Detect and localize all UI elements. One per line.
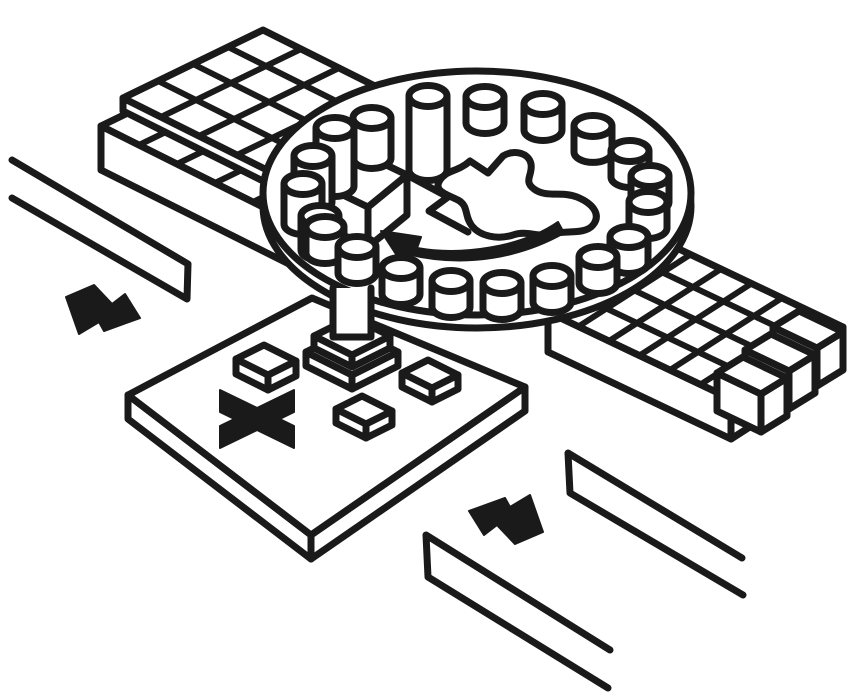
cam-plate-outline bbox=[434, 149, 600, 241]
fixture-strut bbox=[403, 171, 472, 236]
index-pin bbox=[520, 90, 566, 144]
index-pin bbox=[625, 188, 671, 242]
workpiece-brick-lower bbox=[332, 392, 396, 442]
workpiece-brick-right bbox=[398, 356, 462, 406]
rotation-arrow bbox=[380, 221, 565, 266]
index-pin bbox=[349, 104, 395, 172]
index-pin bbox=[378, 254, 424, 308]
reject-cross-mark bbox=[219, 389, 295, 449]
workpiece-brick-upper bbox=[232, 341, 300, 394]
conveyor-lane-right-upper bbox=[564, 449, 747, 599]
index-pin bbox=[529, 262, 575, 316]
index-pin bbox=[575, 243, 621, 297]
index-pin bbox=[462, 83, 508, 137]
index-pin bbox=[479, 269, 525, 323]
index-pin bbox=[570, 112, 616, 166]
pallet-right-slat-end-front bbox=[713, 353, 791, 436]
conveyor-lane-right-lower bbox=[422, 531, 614, 692]
flow-arrow-left bbox=[65, 284, 141, 335]
pedestal-column bbox=[329, 284, 375, 341]
index-pin-tall bbox=[405, 82, 451, 184]
index-pin bbox=[334, 233, 380, 287]
index-pin bbox=[428, 267, 474, 321]
conveyor-lane-left bbox=[8, 156, 192, 303]
flow-arrow-right bbox=[468, 494, 544, 545]
